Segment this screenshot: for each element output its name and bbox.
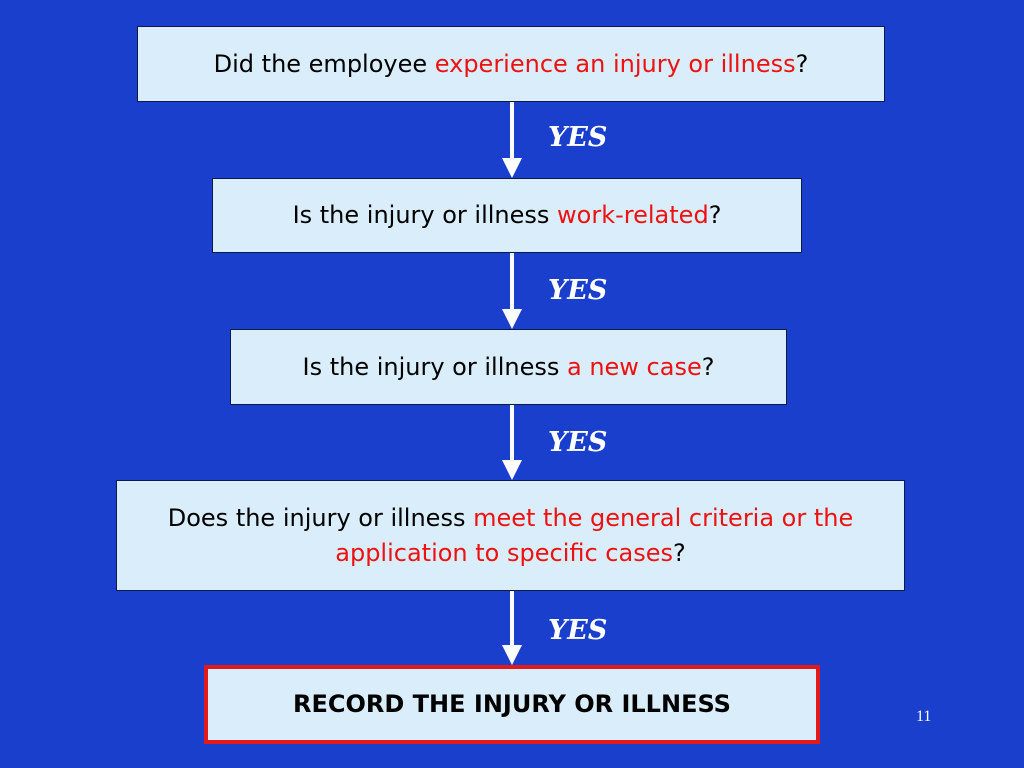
step-box-2: Is the injury or illness work-related? <box>212 178 802 253</box>
step-highlight: work-related <box>557 201 709 229</box>
yes-label-1: YES <box>548 122 608 153</box>
step-text: Did the employee experience an injury or… <box>213 49 809 78</box>
arrow-connector-3 <box>502 405 522 480</box>
step-highlight: a new case <box>566 352 702 381</box>
record-step-box: RECORD THE INJURY OR ILLNESS <box>204 665 820 744</box>
yes-label-4: YES <box>548 615 608 646</box>
page-number: 11 <box>916 708 932 725</box>
step-box-4: Does the injury or illness meet the gene… <box>116 480 905 591</box>
step-highlight: meet the general criteria or the applica… <box>335 503 854 567</box>
yes-label-3: YES <box>548 427 608 458</box>
arrow-connector-4 <box>502 591 522 665</box>
arrow-connector-2 <box>502 253 522 329</box>
step-text: Is the injury or illness a new case? <box>302 352 715 381</box>
arrow-connector-1 <box>502 102 522 178</box>
step-text: Does the injury or illness meet the gene… <box>167 503 854 567</box>
record-step-text: RECORD THE INJURY OR ILLNESS <box>293 690 731 718</box>
step-highlight: experience an injury or illness <box>434 49 796 78</box>
step-text: Is the injury or illness work-related? <box>292 201 722 229</box>
step-box-3: Is the injury or illness a new case? <box>230 329 787 405</box>
yes-label-2: YES <box>548 275 608 306</box>
step-box-1: Did the employee experience an injury or… <box>137 26 885 102</box>
